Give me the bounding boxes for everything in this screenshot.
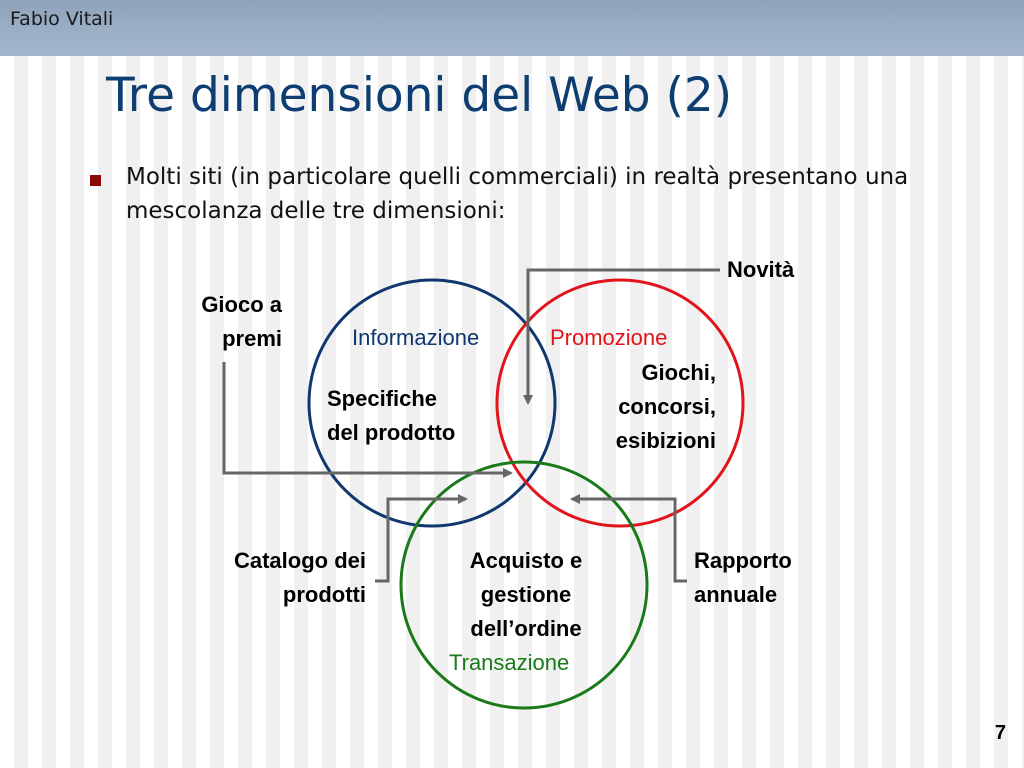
- label-specifiche: Specifiche del prodotto: [327, 386, 456, 445]
- arrow-catalogo: [375, 494, 468, 583]
- arrow-rapporto: [570, 494, 687, 583]
- arrow-gioco-premi: [222, 362, 513, 478]
- label-rapporto: Rapporto annuale: [694, 548, 792, 607]
- author-name: Fabio Vitali: [10, 8, 114, 30]
- label-novita: Novità: [727, 257, 795, 282]
- arrow-novita: [523, 268, 720, 405]
- page-number: 7: [994, 722, 1006, 744]
- label-promozione: Promozione: [550, 325, 668, 350]
- circle-promozione: [495, 278, 745, 528]
- header-band: [0, 0, 1024, 56]
- label-transazione: Transazione: [449, 650, 570, 675]
- circle-transazione: [399, 460, 649, 710]
- circle-informazione: [307, 278, 557, 528]
- label-acquisto: Acquisto e gestione dell’ordine: [469, 548, 583, 641]
- label-informazione: Informazione: [352, 325, 480, 350]
- bullet-square-icon: [90, 175, 101, 186]
- label-giochi: Giochi, concorsi, esibizioni: [615, 360, 716, 453]
- label-gioco-premi: Gioco a premi: [201, 292, 282, 351]
- label-catalogo: Catalogo dei prodotti: [233, 548, 366, 607]
- bullet-text: Molti siti (in particolare quelli commer…: [126, 164, 909, 224]
- slide-title: Tre dimensioni del Web (2): [106, 68, 733, 123]
